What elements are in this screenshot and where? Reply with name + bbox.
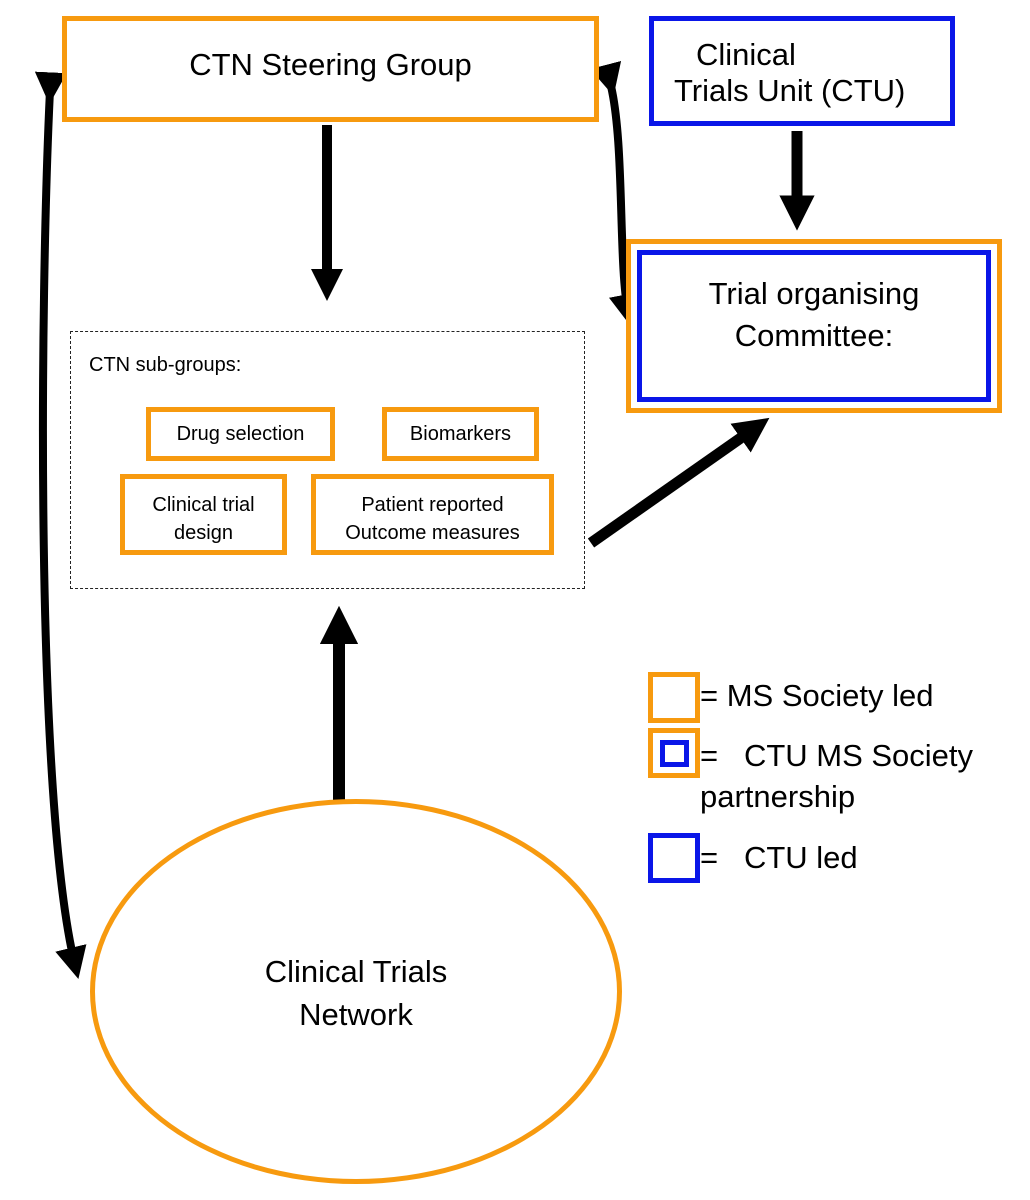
subgroup-clinical-trial-design-line1: Clinical trial xyxy=(152,494,255,516)
subgroups-title: CTN sub-groups: xyxy=(89,354,242,376)
steering-group-label: CTN Steering Group xyxy=(189,47,472,82)
subgroup-patient-outcomes-line1: Patient reported xyxy=(361,494,504,516)
ctu-label-line1: Clinical xyxy=(696,37,796,72)
network-label-line2: Network xyxy=(299,997,413,1032)
steering-group-node: CTN Steering Group xyxy=(62,16,599,122)
subgroup-clinical-trial-design-line2: design xyxy=(174,522,233,544)
subgroup-patient-outcomes-line2: Outcome measures xyxy=(345,522,520,544)
subgroup-clinical-trial-design: Clinical trial design xyxy=(120,474,287,555)
subgroup-patient-outcomes: Patient reported Outcome measures xyxy=(311,474,554,555)
arrow-steering-network-bidirectional xyxy=(34,71,87,979)
legend-label-partnership-line2: partnership xyxy=(700,779,856,814)
network-node: Clinical Trials Network xyxy=(90,799,622,1184)
legend-label-ctu: = CTU led xyxy=(700,840,858,875)
trial-committee-label-line2: Committee: xyxy=(734,318,894,353)
legend-symbol-ctu xyxy=(648,833,700,883)
legend-symbol-ms-society xyxy=(648,672,700,723)
trial-committee-label-line1: Trial organising xyxy=(708,276,920,311)
legend-symbol-partnership xyxy=(648,728,700,778)
legend-label-ms-society: = MS Society led xyxy=(700,678,934,713)
subgroup-biomarkers-label: Biomarkers xyxy=(409,423,512,445)
arrow-steering-committee-bidirectional xyxy=(590,60,641,327)
ctu-node: Clinical Trials Unit (CTU) xyxy=(649,16,955,126)
arrow-subgroups-to-committee xyxy=(587,417,770,548)
subgroup-biomarkers: Biomarkers xyxy=(382,407,539,461)
legend-symbol-partnership-inner xyxy=(660,740,689,767)
network-label-line1: Clinical Trials xyxy=(264,954,448,989)
ctu-label-line2: Trials Unit (CTU) xyxy=(674,73,906,108)
legend: = MS Society led = CTU MS Society partne… xyxy=(648,672,1030,887)
subgroups-container: CTN sub-groups: Drug selection Biomarker… xyxy=(70,331,585,589)
subgroup-drug-selection: Drug selection xyxy=(146,407,335,461)
legend-label-partnership: = CTU MS Society xyxy=(700,738,974,773)
trial-committee-node: Trial organising Committee: xyxy=(626,239,1002,413)
trial-committee-inner: Trial organising Committee: xyxy=(637,250,991,402)
subgroup-drug-selection-label: Drug selection xyxy=(176,423,305,445)
